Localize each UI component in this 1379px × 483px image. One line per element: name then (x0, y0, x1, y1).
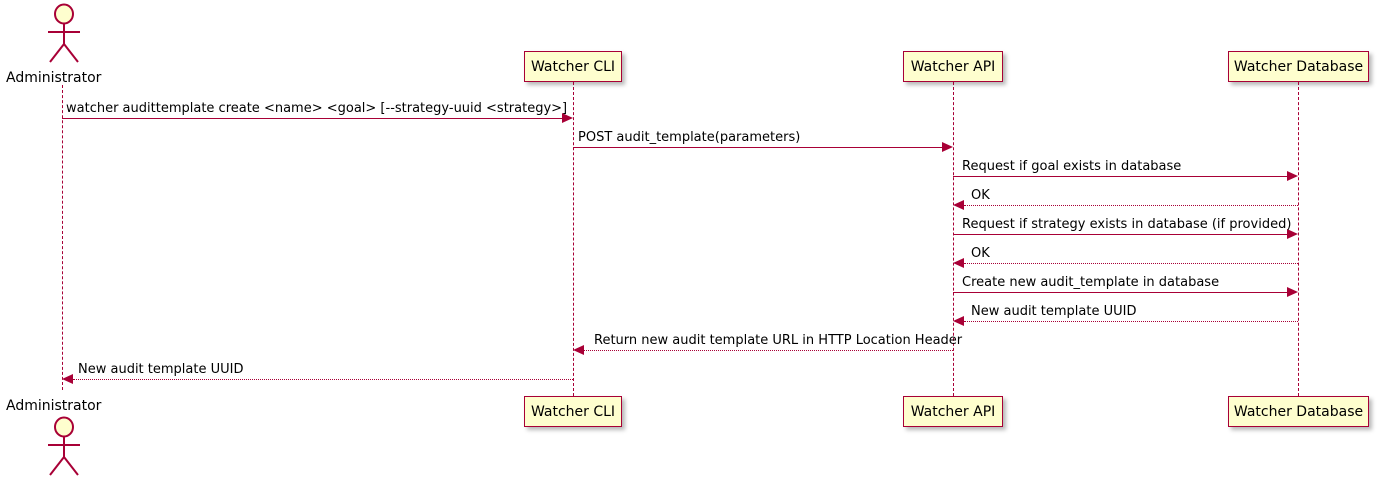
actor-stick-figure-icon (48, 3, 80, 63)
message-line-9 (584, 350, 953, 351)
actor-stick-figure-icon (48, 416, 80, 476)
message-line-1 (62, 118, 562, 119)
message-arrowhead-1 (562, 113, 573, 123)
participant-label-watcher-cli-top: Watcher CLI (530, 58, 616, 75)
message-label-1: watcher audittemplate create <name> <goa… (66, 101, 568, 116)
message-label-6: OK (971, 246, 990, 261)
actor-administrator-top (38, 2, 86, 64)
message-line-10 (73, 379, 573, 380)
participant-box-watcher-database-top[interactable]: Watcher Database (1228, 51, 1369, 82)
message-line-8 (964, 321, 1298, 322)
message-arrowhead-8 (953, 316, 964, 326)
actor-label-administrator-bottom: Administrator (6, 398, 102, 414)
participant-box-watcher-cli-top[interactable]: Watcher CLI (524, 51, 622, 82)
message-arrowhead-10 (62, 374, 73, 384)
participant-box-watcher-api-bottom[interactable]: Watcher API (903, 396, 1003, 427)
lifeline-administrator (62, 85, 63, 390)
message-label-8: New audit template UUID (971, 304, 1137, 319)
message-label-7: Create new audit_template in database (962, 275, 1220, 290)
message-arrowhead-5 (1287, 229, 1298, 239)
message-label-4: OK (971, 188, 990, 203)
message-arrowhead-6 (953, 258, 964, 268)
participant-label-watcher-database-bottom: Watcher Database (1233, 403, 1364, 420)
message-label-3: Request if goal exists in database (962, 159, 1182, 174)
participant-label-watcher-api-top: Watcher API (910, 58, 996, 75)
participant-box-watcher-api-top[interactable]: Watcher API (903, 51, 1003, 82)
message-line-5 (953, 234, 1287, 235)
lifeline-watcher-cli (573, 82, 574, 396)
message-label-2: POST audit_template(parameters) (578, 130, 801, 145)
message-line-2 (573, 147, 942, 148)
participant-label-watcher-database-top: Watcher Database (1233, 58, 1364, 75)
actor-administrator-bottom (38, 415, 86, 477)
message-line-3 (953, 176, 1287, 177)
participant-box-watcher-database-bottom[interactable]: Watcher Database (1228, 396, 1369, 427)
message-line-4 (964, 205, 1298, 206)
participant-box-watcher-cli-bottom[interactable]: Watcher CLI (524, 396, 622, 427)
actor-label-administrator-top: Administrator (6, 70, 102, 86)
message-arrowhead-4 (953, 200, 964, 210)
message-label-10: New audit template UUID (78, 362, 244, 377)
message-arrowhead-3 (1287, 171, 1298, 181)
message-line-7 (953, 292, 1287, 293)
message-line-6 (964, 263, 1298, 264)
message-label-5: Request if strategy exists in database (… (962, 217, 1292, 232)
message-arrowhead-9 (573, 345, 584, 355)
message-arrowhead-7 (1287, 287, 1298, 297)
message-arrowhead-2 (942, 142, 953, 152)
participant-label-watcher-api-bottom: Watcher API (910, 403, 996, 420)
lifeline-watcher-database (1298, 82, 1299, 396)
lifeline-watcher-api (953, 82, 954, 396)
message-label-9: Return new audit template URL in HTTP Lo… (594, 333, 963, 348)
participant-label-watcher-cli-bottom: Watcher CLI (530, 403, 616, 420)
